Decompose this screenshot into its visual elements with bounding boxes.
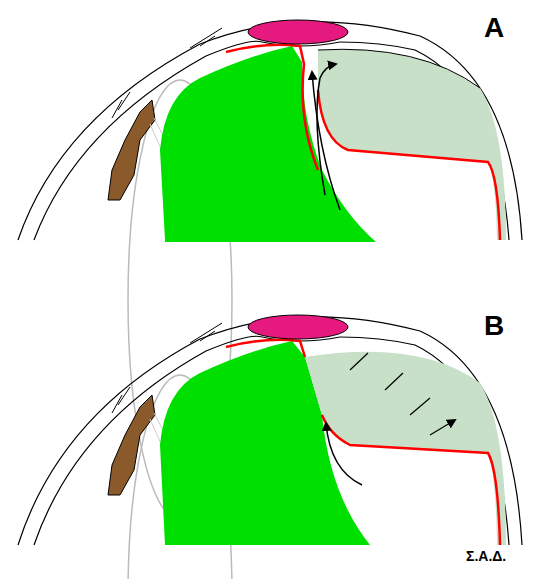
panel-letter: A (484, 14, 504, 42)
panel-letter: B (484, 312, 504, 340)
author-signature: Σ.Α.Δ. (466, 549, 506, 563)
panel-b (18, 315, 522, 579)
